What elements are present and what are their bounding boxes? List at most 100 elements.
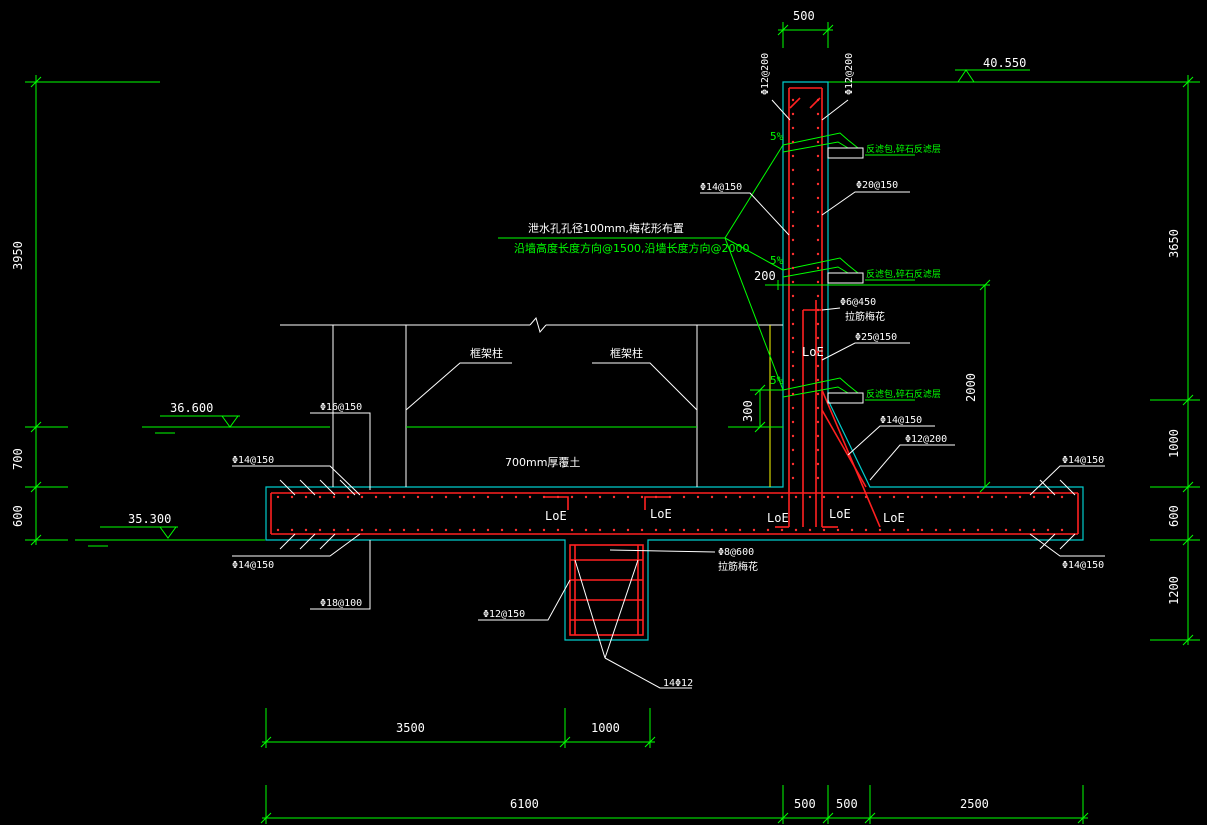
rebar-dot — [990, 495, 994, 499]
rebar-dot — [808, 495, 812, 499]
rebar-dot — [791, 154, 795, 158]
rebar-dot — [738, 495, 742, 499]
rebar-dot — [1004, 495, 1008, 499]
slope-1: 5% — [770, 130, 784, 143]
dim-left-600: 600 — [11, 505, 25, 527]
rebar-dots — [276, 98, 1064, 532]
top-wall-dimension: 500 — [777, 9, 834, 48]
dim-2000: 2000 — [964, 373, 978, 402]
rebar-dot — [816, 476, 820, 480]
right-dimension-chain: 3650 1000 600 1200 — [828, 75, 1200, 646]
rebar-dot — [816, 448, 820, 452]
rebar-dot — [374, 495, 378, 499]
rebar-dot — [1060, 528, 1064, 532]
rebar-dot — [864, 495, 868, 499]
loe-label-f: LoE — [802, 345, 824, 359]
rebar-dot — [816, 336, 820, 340]
rebar-dot — [430, 528, 434, 532]
rebar-dot — [500, 528, 504, 532]
rebar-dot — [332, 495, 336, 499]
dim-right-1000: 1000 — [1167, 429, 1181, 458]
rebar-wall-tie-note: 拉筋梅花 — [845, 310, 885, 323]
rebar-dot — [948, 495, 952, 499]
loe-labels: LoE LoE LoE LoE LoE LoE — [545, 345, 905, 525]
rebar-dot — [791, 238, 795, 242]
rebar-dot — [360, 528, 364, 532]
rebar-dot — [290, 528, 294, 532]
rebar-dot — [816, 364, 820, 368]
rebar-dot — [374, 528, 378, 532]
rebar-dot — [766, 528, 770, 532]
rebar-dot — [791, 168, 795, 172]
rebar-dot — [878, 528, 882, 532]
rebar-slab-top-left: Φ14@150 — [232, 455, 274, 466]
rebar-dot — [304, 495, 308, 499]
bottom-dimensions: 3500 1000 6100 500 500 2500 — [260, 708, 1089, 824]
rebar-labels: Φ12@200 Φ12@200 Φ14@150 Φ20@150 Φ6@450 拉… — [232, 53, 1105, 689]
rebar-dot — [816, 420, 820, 424]
rebar-dot — [791, 182, 795, 186]
rebar-dot — [791, 364, 795, 368]
rebar-dot — [878, 495, 882, 499]
rebar-dot — [724, 528, 728, 532]
rebar-dot — [584, 528, 588, 532]
rebar-dot — [696, 495, 700, 499]
rebar-dot — [430, 495, 434, 499]
rebar-wall-outer: Φ20@150 — [856, 180, 898, 191]
rebar-dot — [920, 495, 924, 499]
dim-bottom-500a: 500 — [794, 797, 816, 811]
label-frame-column-1: 框架柱 — [470, 346, 503, 360]
rebar-dot — [816, 266, 820, 270]
rebar-dot — [791, 280, 795, 284]
rebar-dot — [528, 528, 532, 532]
rebar-dot — [584, 495, 588, 499]
rebar-dot — [816, 112, 820, 116]
rebar-dot — [816, 280, 820, 284]
rebar-wall-haunch: Φ25@150 — [855, 332, 897, 343]
drain-pipes: 5% 5% 5% 反滤包,碎石反滤层 反滤包,碎石反滤层 反滤包,碎石反滤层 — [770, 130, 941, 404]
rebar-dot — [1018, 528, 1022, 532]
elevation-fill-text: 36.600 — [170, 401, 213, 415]
rebar-dot — [791, 406, 795, 410]
rebar-dot — [710, 495, 714, 499]
rebar-dot — [976, 495, 980, 499]
dim-200: 200 — [754, 269, 776, 283]
rebar-dot — [472, 528, 476, 532]
rebar-dot — [822, 495, 826, 499]
rebar-dot — [752, 495, 756, 499]
rebar-dot — [906, 528, 910, 532]
rebar-dot — [791, 462, 795, 466]
rebar-dot — [668, 528, 672, 532]
dim-wall-width: 500 — [793, 9, 815, 23]
rebar-dot — [791, 98, 795, 102]
rebar-dot — [816, 210, 820, 214]
rebar-dot — [816, 98, 820, 102]
rebar-dot — [791, 476, 795, 480]
rebar-dot — [626, 495, 630, 499]
rebar-slab-bot-left: Φ14@150 — [232, 560, 274, 571]
rebar-dot — [816, 182, 820, 186]
rebar-dot — [791, 392, 795, 396]
rebar-dot — [791, 266, 795, 270]
rebar-dot — [791, 308, 795, 312]
rebar-dot — [318, 495, 322, 499]
slope-2: 5% — [770, 254, 784, 267]
rebar-dot — [892, 495, 896, 499]
rebar-dot — [808, 528, 812, 532]
dim-right-1200: 1200 — [1167, 576, 1181, 605]
rebar-dot — [654, 528, 658, 532]
rebar-column-bar: Φ16@150 — [320, 402, 362, 413]
drain-note: 泄水孔孔径100mm,梅花形布置 沿墙高度长度方向@1500,沿墙长度方向@20… — [498, 144, 784, 391]
rebar-slab-top-right: Φ14@150 — [1062, 455, 1104, 466]
rebar-dot — [816, 224, 820, 228]
rebar-dot — [864, 528, 868, 532]
rebar-dot — [794, 528, 798, 532]
rebar-dot — [1046, 528, 1050, 532]
rebar-dot — [612, 495, 616, 499]
filter-note-3: 反滤包,碎石反滤层 — [866, 388, 941, 400]
rebar-column-bottom: Φ18@100 — [320, 598, 362, 609]
rebar-dot — [791, 252, 795, 256]
rebar-dot — [816, 140, 820, 144]
filter-note-2: 反滤包,碎石反滤层 — [866, 268, 941, 280]
